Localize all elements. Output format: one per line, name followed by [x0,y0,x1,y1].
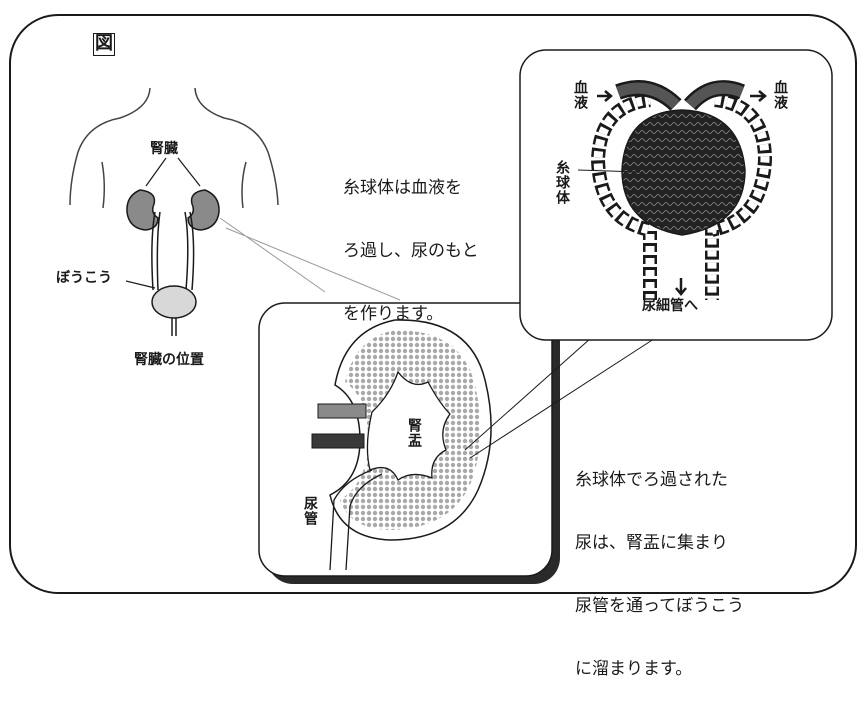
urine-note-line: に溜まります。 [575,659,744,680]
diagram-stage: 図 腎臓 ぼうこう 腎臓の位置 糸球体は血液を ろ過し、尿のもと を作ります。 … [0,0,865,598]
renal-pelvis-label: 腎盂 [404,418,424,448]
body-kidneys [127,190,219,336]
glomerulus-note-line: を作ります。 [343,304,479,325]
kidney-label: 腎臓 [150,141,178,157]
ureter-label: 尿管 [300,496,320,526]
glomerulus-note-line: ろ過し、尿のもと [343,241,479,262]
renal-artery [318,404,366,418]
tubule-label: 尿細管へ [642,298,698,314]
urine-note-line: 尿管を通ってぼうこう [575,596,744,617]
glomerulus-label: 糸球体 [552,160,572,205]
glomerulus-capillaries [622,110,745,235]
glomerulus-note-line: 糸球体は血液を [343,178,479,199]
bladder-label: ぼうこう [56,270,112,286]
kidney-position-caption: 腎臓の位置 [134,352,204,368]
urine-note: 糸球体でろ過された 尿は、腎盂に集まり 尿管を通ってぼうこう に溜まります。 [575,428,744,701]
urine-note-line: 尿は、腎盂に集まり [575,533,744,554]
bladder-icon [152,286,196,318]
glomerulus-note: 糸球体は血液を ろ過し、尿のもと を作ります。 [343,136,479,346]
blood-in-label: 血液 [570,80,590,110]
urine-note-line: 糸球体でろ過された [575,470,744,491]
blood-out-label: 血液 [770,80,790,110]
figure-label: 図 [93,33,115,56]
renal-vein [312,434,364,448]
